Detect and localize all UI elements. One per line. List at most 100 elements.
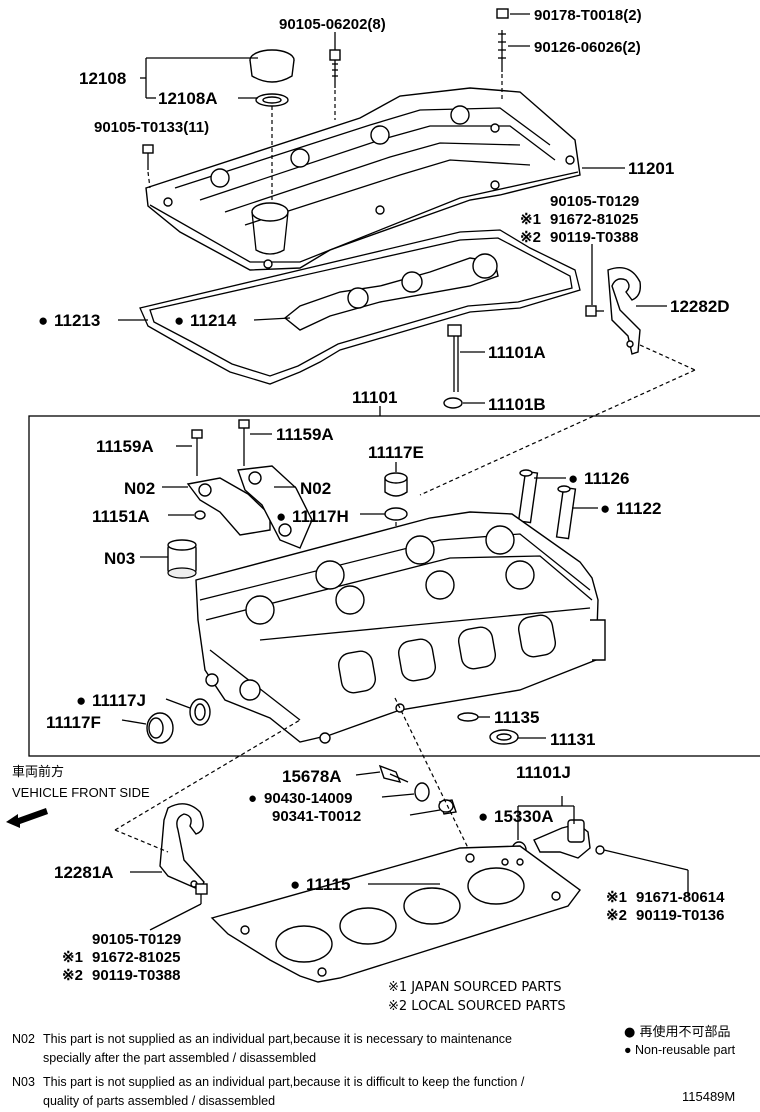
label-90341-t0012: 90341-T0012 xyxy=(272,808,361,825)
label-90105-t0129-lower: 90105-T0129 xyxy=(92,931,181,948)
head-assembly-frame xyxy=(28,415,760,757)
label-91672-81025-lower: 91672-81025 xyxy=(92,949,180,966)
cylinder-head-cover xyxy=(145,87,581,271)
bearing-cap-bolt-left xyxy=(191,429,203,476)
label-91671-80614: 91671-80614 xyxy=(636,889,725,906)
label-11159a-right: 11159A xyxy=(276,425,334,444)
label-90126-06026: 90126-06026(2) xyxy=(534,39,641,56)
bullet-11126: ● xyxy=(568,469,578,488)
valve-guide-bushing-ex xyxy=(555,485,577,540)
label-11101: 11101 xyxy=(352,388,397,407)
label-90105-t0129-upper: 90105-T0129 xyxy=(550,193,639,210)
mark-2-lower: ※2 xyxy=(62,967,83,984)
label-11101j: 11101J xyxy=(516,763,571,782)
valve-guide-bushing-in xyxy=(517,469,539,524)
label-90105-t0133: 90105-T0133(11) xyxy=(94,119,209,136)
mark-1-lower: ※1 xyxy=(62,949,83,966)
label-12108: 12108 xyxy=(79,69,126,88)
cylinder-head-gasket xyxy=(210,845,581,983)
oil-control-plug xyxy=(378,764,409,784)
label-12282d: 12282D xyxy=(670,297,730,316)
leader-lines xyxy=(118,13,667,885)
label-11115: 11115 xyxy=(306,875,350,894)
bullet-11122: ● xyxy=(600,499,610,518)
label-90430-14009: 90430-14009 xyxy=(264,790,352,807)
front-side-jp: 車両前方 xyxy=(12,764,64,780)
label-11117h: 11117H xyxy=(292,507,349,526)
label-11213: 11213 xyxy=(54,311,100,330)
label-n02-right: N02 xyxy=(300,479,331,498)
label-11159a-left: 11159A xyxy=(96,437,154,456)
mark-1-lower-right: ※1 xyxy=(606,889,627,906)
mark-1-upper: ※1 xyxy=(520,211,541,228)
note-n03-line2: quality of parts assembled / disassemble… xyxy=(43,1094,275,1108)
label-11101a: 11101A xyxy=(488,343,546,362)
label-91672-81025-upper: 91672-81025 xyxy=(550,211,638,228)
cylinder-head xyxy=(195,511,606,744)
legend-jp: ● 再使用不可部品 xyxy=(624,1024,730,1040)
bullet-15330a: ● xyxy=(478,807,488,826)
bullet-11213: ● xyxy=(38,311,48,330)
japan-sourced-note: ※1 JAPAN SOURCED PARTS xyxy=(388,980,562,995)
front-arrow-icon xyxy=(6,808,48,828)
label-n03: N03 xyxy=(104,549,135,568)
label-11122: 11122 xyxy=(616,499,661,518)
cover-small-bolt xyxy=(142,144,154,170)
legend-en: ● Non-reusable part xyxy=(624,1043,736,1057)
spark-plug-tube-gasket xyxy=(384,507,408,521)
label-12108a: 12108A xyxy=(158,89,218,108)
label-12281a: 12281A xyxy=(54,863,114,882)
leader xyxy=(114,719,301,831)
label-90178-t0018: 90178-T0018(2) xyxy=(534,7,642,24)
label-90119-t0388-lower: 90119-T0388 xyxy=(92,967,180,984)
bullet-11117j: ● xyxy=(76,691,86,710)
label-90119-t0388-upper: 90119-T0388 xyxy=(550,229,638,246)
local-sourced-note: ※2 LOCAL SOURCED PARTS xyxy=(388,999,566,1014)
label-15330a: 15330A xyxy=(494,807,554,826)
oil-filler-cap xyxy=(249,49,295,107)
head-plug xyxy=(489,729,519,745)
figure-id: 115489M xyxy=(682,1089,735,1104)
cam-seal xyxy=(189,698,211,726)
cam-plug xyxy=(146,712,174,744)
leader xyxy=(419,369,696,496)
label-11214: 11214 xyxy=(190,311,237,330)
leader xyxy=(147,171,151,189)
head-cover-gasket xyxy=(139,229,581,385)
head-bolt xyxy=(447,324,462,392)
mark-2-upper: ※2 xyxy=(520,229,541,246)
label-11117f: 11117F xyxy=(46,713,101,732)
label-11117j: 11117J xyxy=(92,691,146,710)
head-bolt-washer xyxy=(443,397,463,409)
gasket-90430 xyxy=(414,782,430,802)
straight-pin xyxy=(194,510,206,520)
engine-hanger-rear xyxy=(607,267,642,355)
leader xyxy=(639,344,696,371)
leader xyxy=(603,849,689,871)
bracket-bolt-upper xyxy=(585,305,604,317)
leader xyxy=(114,829,169,853)
label-11135: 11135 xyxy=(494,708,539,727)
bullet-90430-14009: ● xyxy=(248,790,257,807)
label-11151a: 11151A xyxy=(92,507,150,526)
label-15678a: 15678A xyxy=(282,767,342,786)
front-side-en: VEHICLE FRONT SIDE xyxy=(12,785,150,800)
label-11117e: 11117E xyxy=(368,443,424,462)
leader xyxy=(394,697,471,853)
label-11126: 11126 xyxy=(584,469,629,488)
label-n02-left: N02 xyxy=(124,479,155,498)
engine-hanger-front xyxy=(159,803,205,891)
plug-gasket xyxy=(457,712,479,722)
label-90105-06202: 90105-06202(8) xyxy=(279,16,386,33)
n03-plug xyxy=(167,539,197,579)
label-11131: 11131 xyxy=(550,730,595,749)
bullet-11115: ● xyxy=(290,875,300,894)
stud-and-nut xyxy=(496,8,509,72)
bearing-cap-bolt-right xyxy=(238,419,250,466)
note-n03-line1: This part is not supplied as an individu… xyxy=(43,1075,525,1089)
note-n02-line1: This part is not supplied as an individu… xyxy=(43,1032,512,1046)
bullet-11117h: ● xyxy=(276,507,286,526)
leader xyxy=(149,903,202,931)
bracket-bolt-lower xyxy=(195,883,208,904)
